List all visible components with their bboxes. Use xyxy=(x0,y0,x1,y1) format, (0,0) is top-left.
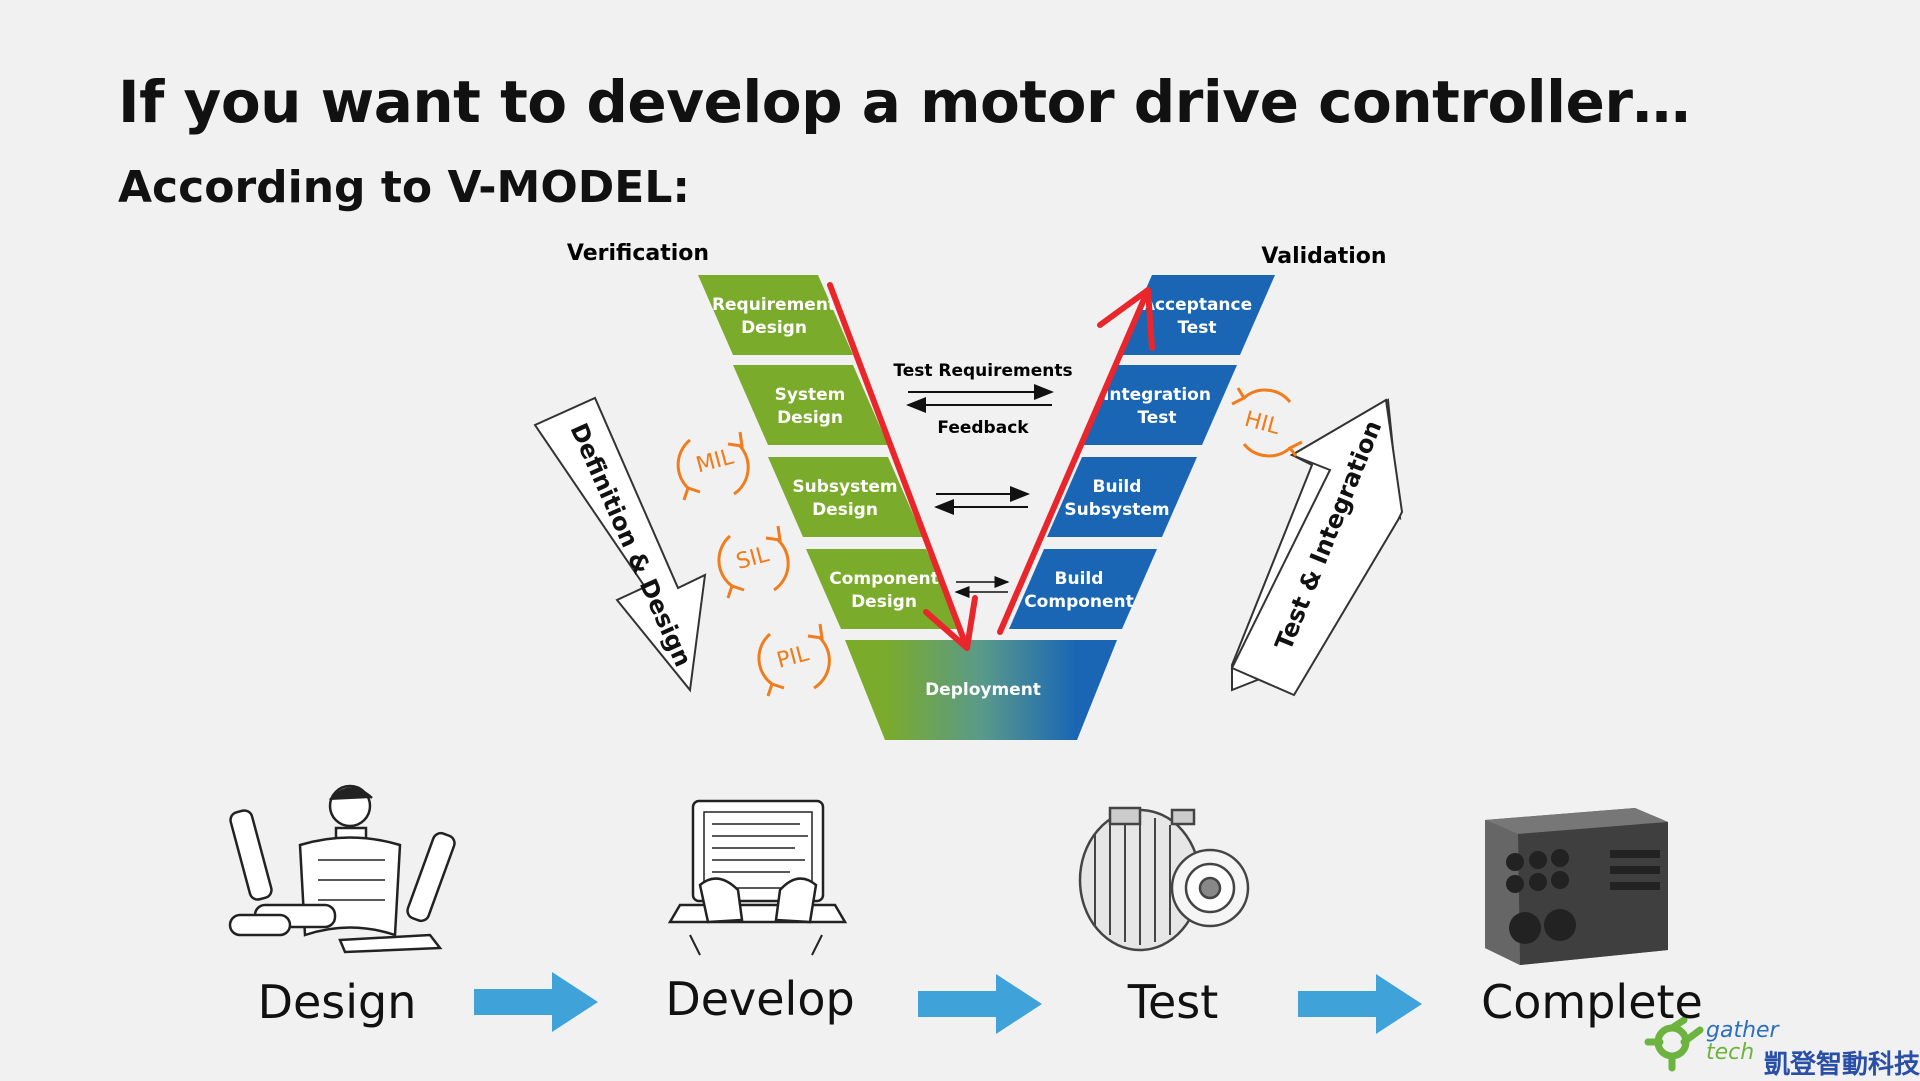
flow-arrow-icon xyxy=(918,974,1042,1034)
right-stage-line1: Integration xyxy=(1103,385,1211,405)
verification-label: Verification xyxy=(567,241,709,266)
right-stage-line1: Build xyxy=(1093,477,1142,497)
gathertech-logo-icon xyxy=(1644,1016,1704,1072)
right-stage-line2: Test xyxy=(1137,408,1176,428)
right-stage-line1: Build xyxy=(1055,569,1104,589)
test-requirements-label: Test Requirements xyxy=(893,361,1072,381)
right-stage-acceptance: Acceptance Test xyxy=(1117,275,1275,355)
left-stage-line2: Design xyxy=(812,500,878,520)
definition-design-arrow: Definition & Design xyxy=(533,396,707,693)
right-stage-line2: Component xyxy=(1024,592,1134,612)
pil-loop-icon xyxy=(757,623,831,697)
controller-box-icon xyxy=(1485,808,1668,965)
logo-gather-text: gather xyxy=(1706,1018,1779,1043)
mil-label: MIL xyxy=(693,444,737,478)
left-stage-line1: Component xyxy=(829,569,939,589)
flow-arrow-icon xyxy=(1298,974,1422,1034)
left-stage-line2: Design xyxy=(777,408,843,428)
red-v-arrow xyxy=(827,282,1155,651)
right-stage-line2: Test xyxy=(1177,318,1216,338)
deployment-label: Deployment xyxy=(925,680,1041,700)
definition-design-label: Definition & Design xyxy=(565,419,698,671)
right-stage-integration: Integration Test xyxy=(1082,365,1237,445)
right-stage-line1: Acceptance xyxy=(1142,295,1252,315)
step-design-label: Design xyxy=(257,975,417,1029)
laptop-typing-icon xyxy=(667,799,848,956)
left-stage-subsystem: Subsystem Design xyxy=(768,457,923,537)
feedback-label: Feedback xyxy=(937,418,1029,438)
engineer-with-blueprints-icon xyxy=(228,784,456,954)
slide-subtitle: According to V-MODEL: xyxy=(118,162,690,213)
left-stage-line2: Design xyxy=(741,318,807,338)
logo-tech-text: tech xyxy=(1706,1040,1755,1065)
deployment-stage: Deployment xyxy=(845,640,1117,740)
left-stage-line1: Subsystem xyxy=(792,477,897,497)
step-test-label: Test xyxy=(1127,975,1219,1029)
left-stage-line1: Requirement xyxy=(712,295,836,315)
mil-loop-icon xyxy=(676,431,750,501)
flow-arrow-icon xyxy=(474,972,598,1032)
step-complete-label: Complete xyxy=(1481,975,1703,1029)
left-stage-line2: Design xyxy=(851,592,917,612)
pil-label: PIL xyxy=(774,641,812,674)
left-stage-system: System Design xyxy=(733,365,888,445)
left-stage-line1: System xyxy=(775,385,846,405)
right-stage-build-component: Build Component xyxy=(1009,549,1157,629)
slide-title: If you want to develop a motor drive con… xyxy=(118,68,1691,136)
test-integration-arrow: Test & Integration xyxy=(1230,398,1404,697)
logo-brand-cn: 凱登智動科技 xyxy=(1764,1050,1920,1080)
logo-brand-en: gather tech xyxy=(1706,1020,1779,1064)
left-stage-component: Component Design xyxy=(806,549,961,629)
alternator-motor-icon xyxy=(1078,806,1250,952)
validation-label: Validation xyxy=(1261,244,1386,269)
step-develop-label: Develop xyxy=(665,972,855,1026)
hil-label: HIL xyxy=(1242,407,1283,440)
hil-loop-icon xyxy=(1231,387,1303,458)
right-stage-line2: Subsystem xyxy=(1064,500,1169,520)
sil-loop-icon xyxy=(717,525,790,599)
right-stage-build-subsystem: Build Subsystem xyxy=(1047,457,1197,537)
left-stage-requirement: Requirement Design xyxy=(698,275,853,355)
sil-label: SIL xyxy=(734,542,773,575)
